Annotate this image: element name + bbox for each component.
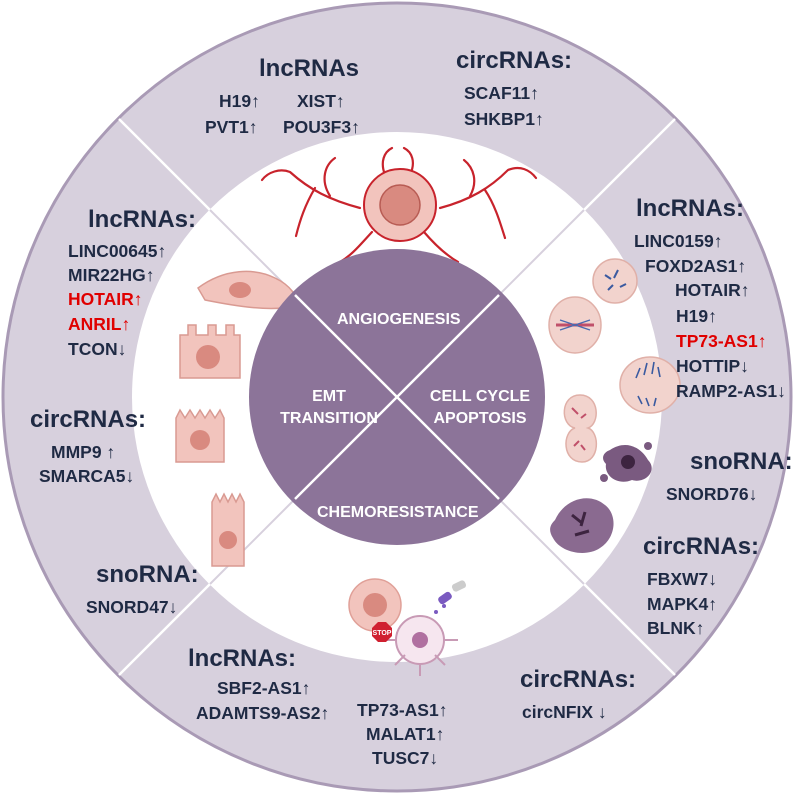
left-lnc-title: lncRNAs: [88, 206, 197, 233]
top-lnc-gene: XIST↑ [297, 91, 345, 111]
top-lnc-gene: PVT1↑ [205, 117, 258, 137]
top-lnc-gene: POU3F3↑ [283, 117, 360, 137]
right-lnc-gene: LINC0159↑ [634, 231, 723, 251]
emt-label-line1: EMT [312, 388, 346, 405]
cell-cycle-label: CELL CYCLE APOPTOSIS [420, 386, 540, 429]
left-circ-gene: SMARCA5↓ [39, 466, 135, 486]
left-sno-gene: SNORD47↓ [86, 597, 178, 617]
top-circ-gene: SHKBP1↑ [464, 109, 544, 129]
top-circ-gene: SCAF11↑ [464, 83, 539, 103]
chemoresistance-illustration: STOP [348, 578, 467, 676]
left-lnc-gene-highlight: ANRIL↑ [68, 314, 131, 334]
right-circ-gene: BLNK↑ [647, 618, 705, 638]
top-lnc-gene: H19↑ [219, 91, 260, 111]
top-circ-title: circRNAs: [456, 47, 573, 74]
right-lnc-gene: RAMP2-AS1↓ [676, 381, 786, 401]
left-sno-title: snoRNA: [96, 561, 199, 588]
right-lnc-gene-highlight: TP73-AS1↑ [676, 331, 767, 351]
chemoresistance-label: CHEMORESISTANCE [317, 504, 479, 521]
emt-label-line2: TRANSITION [280, 409, 378, 427]
left-circ-gene: MMP9 ↑ [51, 442, 116, 462]
right-lnc-gene: FOXD2AS1↑ [645, 256, 747, 276]
angiogenesis-illustration [260, 146, 538, 264]
bottom-lnc-gene: TP73-AS1↑ [357, 700, 448, 720]
bottom-circ-title: circRNAs: [520, 666, 637, 693]
bottom-lnc-title: lncRNAs: [188, 645, 297, 672]
left-circ-title: circRNAs: [30, 406, 147, 433]
left-lnc-gene-highlight: HOTAIR↑ [68, 289, 143, 309]
cell-cycle-label-line1: CELL CYCLE [429, 388, 531, 405]
right-lnc-gene: HOTTIP↓ [676, 356, 749, 376]
top-lnc-title: lncRNAs [259, 55, 360, 82]
emt-cells [175, 270, 298, 567]
right-lnc-gene: H19↑ [676, 306, 717, 326]
left-lnc-gene: TCON↓ [68, 339, 127, 359]
left-lnc-gene: LINC00645↑ [68, 241, 167, 261]
core-dividers [294, 294, 500, 500]
right-circ-gene: FBXW7↓ [647, 569, 717, 589]
right-circ-title: circRNAs: [643, 533, 760, 560]
white-ring-dividers [209, 209, 585, 585]
right-lnc-title: lncRNAs: [636, 195, 745, 222]
bottom-lnc-gene: MALAT1↑ [366, 724, 445, 744]
cell-cycle-label-line2: APOPTOSIS [433, 409, 527, 427]
bottom-lnc-gene: TUSC7↓ [372, 748, 439, 768]
bottom-circ-gene: circNFIX ↓ [522, 702, 607, 722]
angiogenesis-label: ANGIOGENESIS [337, 311, 461, 328]
right-sno-title: snoRNA: [690, 448, 793, 475]
right-sno-gene: SNORD76↓ [666, 484, 758, 504]
left-lnc-gene: MIR22HG↑ [68, 265, 155, 285]
stop-sign-text: STOP [373, 630, 392, 637]
bottom-lnc-gene: SBF2-AS1↑ [217, 678, 311, 698]
right-lnc-gene: HOTAIR↑ [675, 280, 750, 300]
emt-label: EMT TRANSITION [266, 386, 392, 429]
right-circ-gene: MAPK4↑ [647, 594, 718, 614]
cell-cycle-cells [548, 258, 681, 553]
bottom-lnc-gene: ADAMTS9-AS2↑ [196, 703, 330, 723]
